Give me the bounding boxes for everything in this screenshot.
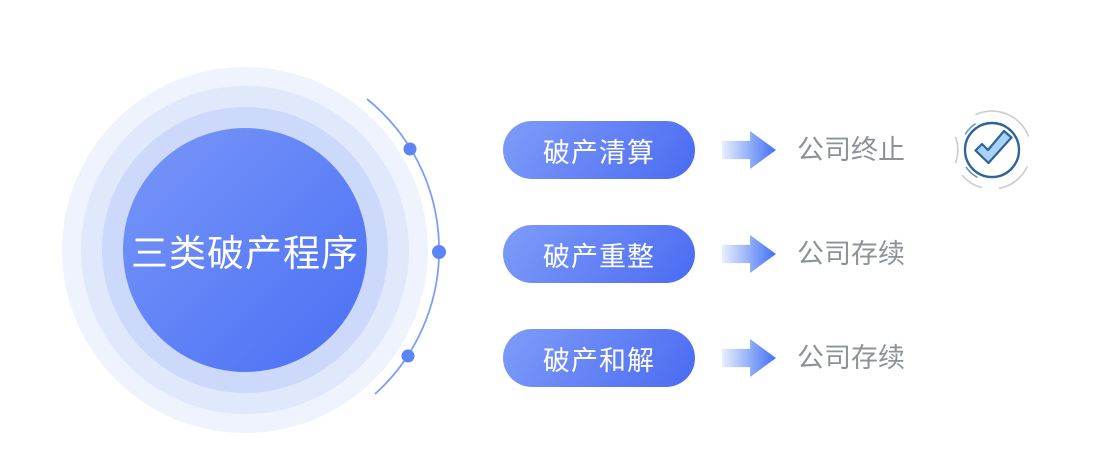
pill-bankruptcy-liquidation: 破产清算 (503, 121, 695, 179)
hub-title: 三类破产程序 (131, 233, 359, 274)
pill-label: 破产和解 (543, 345, 655, 376)
hub-circle: 三类破产程序 (123, 128, 367, 372)
node-dot-3 (401, 349, 415, 363)
badge-arc-bottom (961, 174, 983, 189)
badge-arc-right (998, 166, 1029, 190)
pill-label: 破产清算 (543, 137, 655, 168)
pill-bankruptcy-reorganization: 破产重整 (503, 225, 695, 283)
arrow-right-icon (722, 339, 776, 377)
node-dot-1 (403, 142, 417, 156)
node-dot-2 (432, 245, 446, 259)
badge-arc-accent-lower (965, 166, 978, 179)
pill-label: 破产重整 (543, 241, 655, 272)
result-label-company-termination: 公司终止 (797, 135, 905, 165)
result-label-company-survival: 公司存续 (797, 239, 905, 269)
badge-arc-accent-upper (964, 123, 977, 135)
arrow-right-icon (722, 235, 776, 273)
badge-arc-left (954, 136, 959, 164)
pill-bankruptcy-settlement: 破产和解 (503, 329, 695, 387)
check-mark (974, 129, 1013, 165)
check-circle-icon (954, 110, 1030, 190)
result-label-company-survival: 公司存续 (797, 343, 905, 373)
arrow-right-icon (722, 131, 776, 169)
badge-arc-top (975, 110, 1030, 137)
